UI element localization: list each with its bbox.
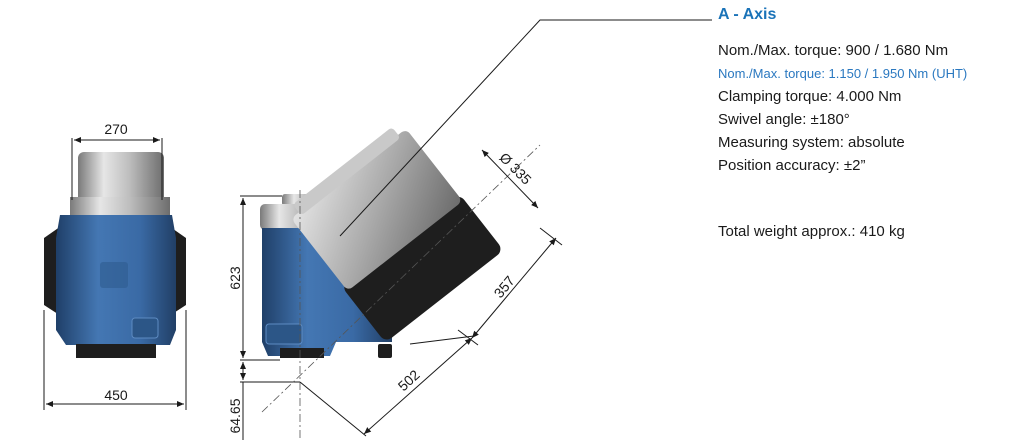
spec-clamping-torque: Clamping torque: 4.000 Nm — [718, 88, 902, 105]
side-base — [280, 348, 324, 358]
front-flange — [70, 197, 170, 215]
spec-title: A - Axis — [718, 6, 777, 23]
front-window — [100, 262, 128, 288]
spec-panel: A - Axis Nom./Max. torque: 900 / 1.680 N… — [718, 5, 1018, 177]
dim-label-623: 623 — [227, 266, 243, 290]
head-cap — [294, 128, 399, 214]
dim-label-502: 502 — [395, 366, 423, 394]
spec-position-accuracy: Position accuracy: ±2” — [718, 157, 866, 174]
dim-label-357: 357 — [491, 273, 518, 301]
dim-label-64-65: 64.65 — [227, 398, 243, 433]
total-weight: Total weight approx.: 410 kg — [718, 223, 905, 240]
side-view: 623 64.65 Ø 335 357 502 — [227, 19, 712, 440]
front-base — [76, 344, 156, 358]
spec-swivel-angle: Swivel angle: ±180° — [718, 111, 850, 128]
tilted-head — [293, 128, 501, 340]
head-metal-cylinder — [293, 131, 461, 289]
spec-list: Nom./Max. torque: 900 / 1.680 Nm Nom./Ma… — [718, 39, 1018, 177]
front-top-cylinder — [78, 152, 164, 204]
dim-line-335 — [481, 149, 539, 209]
front-view: 270 450 — [43, 121, 187, 410]
dim-label-450: 450 — [104, 387, 128, 403]
spec-nominal-torque: Nom./Max. torque: 900 / 1.680 Nm — [718, 42, 949, 59]
dim-line-357 — [471, 237, 557, 339]
front-plate — [131, 317, 159, 339]
dim-label-270: 270 — [104, 121, 128, 137]
head-black-ring — [344, 196, 501, 340]
spec-measuring-system: Measuring system: absolute — [718, 134, 905, 151]
leader-line — [339, 19, 712, 237]
spec-nominal-torque-uht: Nom./Max. torque: 1.150 / 1.950 Nm (UHT) — [718, 66, 968, 81]
side-plate — [265, 323, 303, 345]
side-knob — [378, 344, 392, 358]
dim-line-502 — [363, 337, 473, 435]
